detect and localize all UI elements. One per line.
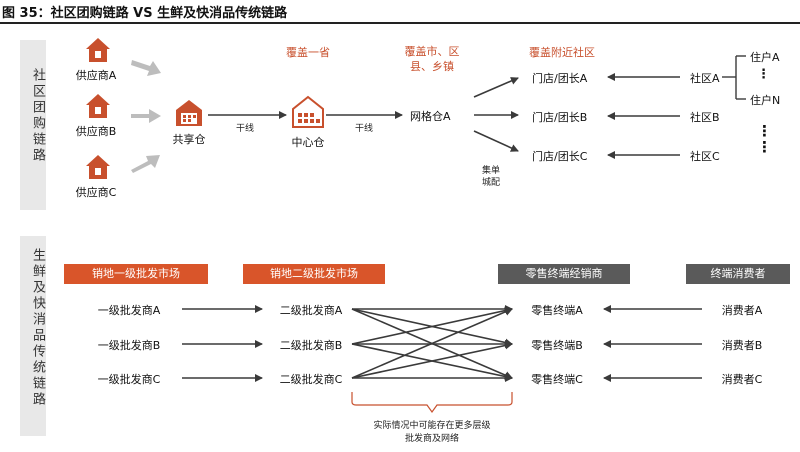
side-label-traditional: 生鲜及快消品传统链路 [30,248,45,408]
community-dots-1: ⋮ [757,122,772,140]
store-b-label: 门店/团长B [532,111,588,124]
retail-terminal-c: 零售终端C [531,373,583,386]
consumer-c: 消费者C [721,373,763,386]
secondary-wholesaler-c: 二级批发商C [279,373,343,386]
retail-terminal-a: 零售终端A [531,304,583,317]
supplier-arrows [131,60,161,173]
side-panel-community [20,40,46,210]
supplier-b-icon [86,94,110,118]
shared-warehouse-icon [176,100,202,126]
coverage-city: 覆盖市、区县、乡镇 [404,45,460,73]
grid-warehouse-label: 网格仓A [410,110,451,123]
household-n-label: 住户N [750,94,781,107]
network-note: 实际情况中可能存在更多层级批发商及网络 [373,421,491,444]
coverage-community: 覆盖附近社区 [529,46,595,59]
community-c-label: 社区C [690,150,720,163]
shared-warehouse-label: 共享仓 [172,133,206,146]
side-label-community: 社区团购链路 [30,68,45,164]
store-a-label: 门店/团长A [532,72,588,85]
supplier-c-label: 供应商C [75,186,117,199]
primary-wholesaler-b: 一级批发商B [97,339,161,352]
network-bracket [351,392,513,414]
header-primary-market: 销地一级批发市场 [64,264,208,284]
primary-wholesaler-c: 一级批发商C [97,373,161,386]
retail-terminal-b: 零售终端B [531,339,583,352]
consumer-a: 消费者A [721,304,763,317]
household-a-label: 住户A [750,51,780,64]
side-panel-traditional [20,236,46,436]
supplier-c-icon [86,155,110,179]
secondary-wholesaler-a: 二级批发商A [279,304,343,317]
household-dots: ⋮ [757,67,770,82]
community-a-label: 社区A [690,72,720,85]
supplier-a-label: 供应商A [75,69,117,82]
primary-wholesaler-a: 一级批发商A [97,304,161,317]
city-delivery-label: 集单城配 [481,166,500,188]
supplier-b-label: 供应商B [75,125,117,138]
secondary-wholesaler-b: 二级批发商B [279,339,343,352]
section1-arrows [208,73,680,159]
header-secondary-market: 销地二级批发市场 [243,264,385,284]
community-b-label: 社区B [690,111,720,124]
header-retail-dealer: 零售终端经销商 [498,264,630,284]
community-dots-2: ⋮ [757,138,772,156]
store-c-label: 门店/团长C [532,150,588,163]
supplier-a-icon [86,38,110,62]
central-warehouse-label: 中心仓 [291,136,325,149]
consumer-b: 消费者B [721,339,763,352]
coverage-province: 覆盖一省 [286,46,330,59]
header-consumer: 终端消费者 [686,264,790,284]
trunk-label-2: 干线 [355,124,374,134]
household-connectors [722,55,746,100]
section2-arrows [182,305,702,382]
title-rule [0,22,800,24]
figure-title: 图 35：社区团购链路 VS 生鲜及快消品传统链路 [2,6,288,21]
trunk-label-1: 干线 [236,124,255,134]
central-warehouse-icon [292,95,324,128]
